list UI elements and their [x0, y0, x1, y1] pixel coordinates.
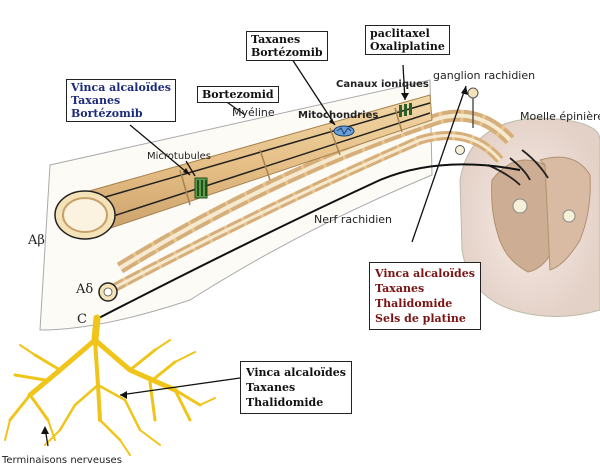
microtubules-label: Microtubules: [147, 151, 211, 162]
drug-name: Taxanes: [251, 33, 301, 46]
ganglion-label: ganglion rachidien: [433, 69, 536, 82]
spinal-nerve-label: Nerf rachidien: [314, 213, 393, 226]
drug-name: Vinca alcaloïdes: [71, 81, 171, 94]
ganglion-drug-box: Vinca alcaloïdes Taxanes Thalidomide Sel…: [369, 262, 481, 330]
microtubules-drug-box: Vinca alcaloïdes Taxanes Bortézomib: [66, 79, 176, 122]
spinal-cord-label: Moelle épinière: [520, 110, 600, 123]
drug-name: Bortézomib: [251, 46, 323, 59]
myelin-drug-box: Bortezomid: [197, 86, 279, 103]
endings-drug-box: Vinca alcaloïdes Taxanes Thalidomide: [240, 361, 352, 414]
fiber-abeta-label: Aβ: [28, 233, 45, 248]
drug-name: Bortézomib: [71, 107, 143, 120]
nerve-endings: [4, 314, 216, 456]
drug-name: paclitaxel: [370, 27, 430, 40]
ganglion: [455, 87, 479, 155]
spinal-cord: [459, 117, 600, 317]
c-fiber: [94, 163, 521, 321]
drug-name: Taxanes: [71, 94, 121, 107]
ion-channel-marker: [399, 103, 412, 117]
drug-name: Vinca alcaloïdes: [375, 267, 475, 280]
adelta-fiber: [98, 131, 504, 302]
drug-name: Oxaliplatine: [370, 40, 445, 53]
myelin-label: Myéline: [232, 106, 275, 119]
drug-name: Taxanes: [246, 381, 296, 394]
drug-name: Sels de platine: [375, 312, 466, 325]
fiber-adelta-label: Aδ: [76, 282, 94, 297]
ion-channels-drug-box: paclitaxel Oxaliplatine: [365, 25, 450, 55]
leader-lines: [44, 55, 467, 447]
drug-name: Bortezomid: [202, 88, 274, 101]
ion-channels-label: Canaux ioniques: [336, 79, 429, 90]
drug-name: Thalidomide: [246, 396, 324, 409]
drug-name: Vinca alcaloïdes: [246, 366, 346, 379]
nerve-endings-label: Terminaisons nerveuses: [2, 455, 122, 466]
mitochondria-label: Mitochondries: [298, 110, 379, 121]
drug-name: Taxanes: [375, 282, 425, 295]
mitochondria-drug-box: Taxanes Bortézomib: [246, 31, 328, 61]
dorsal-root-lower: [116, 109, 515, 274]
drug-name: Thalidomide: [375, 297, 453, 310]
fiber-c-label: C: [77, 312, 87, 327]
